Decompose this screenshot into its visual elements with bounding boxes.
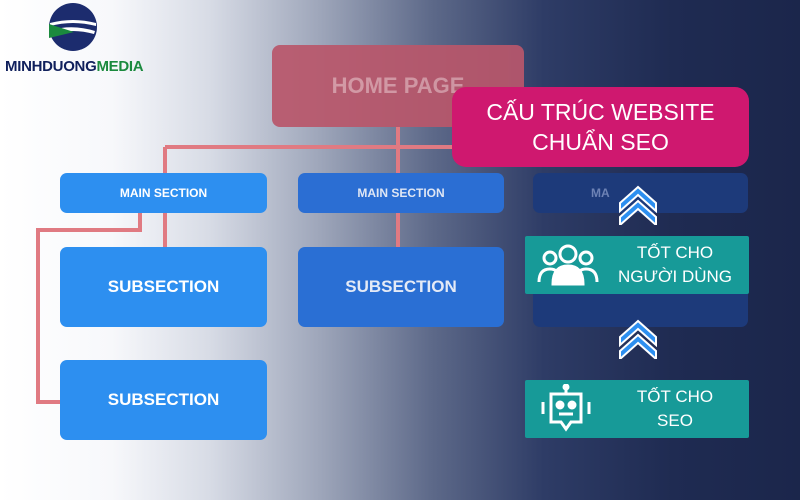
subsection-node-1: SUBSECTION xyxy=(60,247,267,327)
brand-logo: MINHDUONGMEDIA xyxy=(0,0,150,80)
benefit-users-box: TỐT CHO NGƯỜI DÙNG xyxy=(525,236,749,294)
connector-side-branch xyxy=(36,213,142,404)
benefit-users-line-1: TỐT CHO xyxy=(636,243,714,262)
logo-globe-icon xyxy=(49,3,97,51)
benefit-seo-label: TỐT CHO SEO xyxy=(605,385,745,433)
benefit-seo-box: TỐT CHO SEO xyxy=(525,380,749,438)
benefit-users-label: TỐT CHO NGƯỜI DÙNG xyxy=(605,241,745,289)
logo-text-media: MEDIA xyxy=(96,58,144,75)
logo-text-minhduong: MINHDUONG xyxy=(5,58,97,75)
title-line-1: CẤU TRÚC WEBSITE xyxy=(486,99,715,125)
chevron-up-double-icon xyxy=(619,185,657,225)
main-section-node-1: MAIN SECTION xyxy=(60,173,267,213)
subsection-node-2: SUBSECTION xyxy=(298,247,504,327)
logo-wordmark: MINHDUONGMEDIA xyxy=(5,58,144,75)
users-icon xyxy=(537,244,599,286)
benefit-users-line-2: NGƯỜI DÙNG xyxy=(617,267,733,286)
benefit-seo-line-2: SEO xyxy=(657,411,693,430)
robot-chat-icon xyxy=(541,384,591,432)
main-section-node-2: MAIN SECTION xyxy=(298,173,504,213)
chevron-up-double-icon xyxy=(619,319,657,359)
subsection-node-3: SUBSECTION xyxy=(60,360,267,440)
title-line-2: CHUẨN SEO xyxy=(532,129,669,155)
benefit-seo-line-1: TỐT CHO xyxy=(636,387,714,406)
title-callout: CẤU TRÚC WEBSITE CHUẨN SEO xyxy=(452,87,749,167)
